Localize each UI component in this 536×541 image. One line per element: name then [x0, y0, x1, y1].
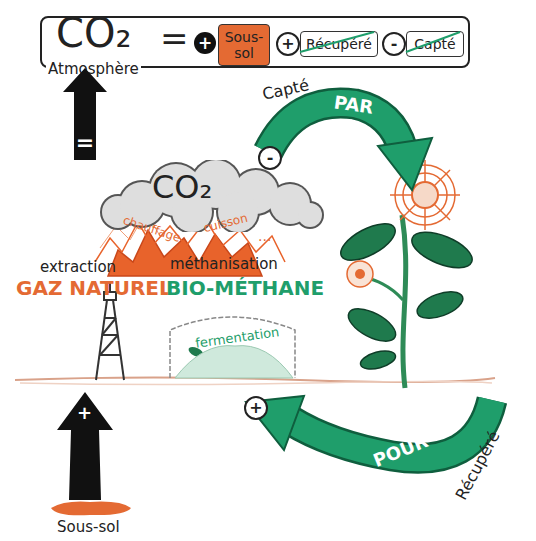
- free-label: GAZ NATUREL: [16, 276, 172, 300]
- diagram-node: Capté: [406, 31, 464, 57]
- free-label: +: [244, 396, 268, 420]
- node-text: fermentation: [194, 324, 280, 351]
- free-label: POUR: [370, 430, 431, 471]
- node-text: Sous-sol: [57, 518, 120, 536]
- free-label: +: [77, 402, 92, 423]
- free-label: ...: [258, 228, 271, 244]
- node-text: +: [194, 32, 216, 54]
- diagram-node: CO₂: [60, 160, 330, 232]
- node-text: CO₂: [152, 168, 212, 206]
- node-text: =: [160, 18, 189, 58]
- free-label: cuisson: [202, 211, 249, 235]
- diagram-node: CO₂Atmosphère=++-Sous-solRécupéréCapté: [40, 16, 470, 68]
- edge-label: =: [76, 129, 94, 154]
- diagram-node: Sous-sol: [218, 24, 270, 66]
- node-text: Capté: [414, 36, 455, 52]
- block-arrow: [63, 68, 107, 160]
- node-text: Atmosphère: [46, 60, 141, 78]
- free-label: extraction: [40, 258, 116, 276]
- free-label: Capté: [261, 75, 311, 103]
- diagram-node: Sous-sol: [45, 500, 135, 540]
- node-text: Sous-sol: [219, 29, 269, 61]
- diagram-node: fermentation: [165, 300, 300, 380]
- node-text: -: [382, 32, 406, 56]
- diagram-node: Récupéré: [300, 31, 378, 57]
- free-label: Récupéré: [452, 428, 504, 503]
- node-text: Récupéré: [306, 36, 372, 52]
- node-text: CO₂: [56, 10, 131, 56]
- free-label: BIO-MÉTHANE: [166, 276, 324, 300]
- free-label: méthanisation: [170, 255, 278, 273]
- node-text: +: [276, 32, 300, 56]
- free-label: chauffage: [121, 213, 182, 245]
- free-label: -: [258, 146, 282, 170]
- free-label: PAR: [333, 91, 375, 117]
